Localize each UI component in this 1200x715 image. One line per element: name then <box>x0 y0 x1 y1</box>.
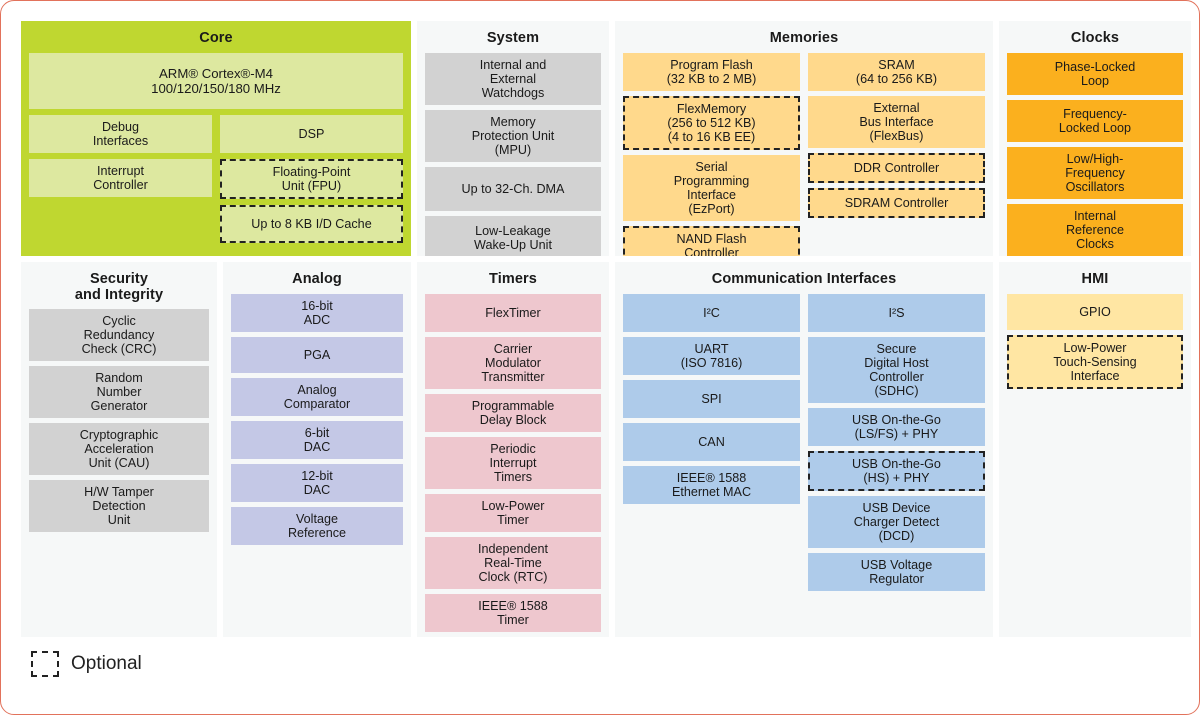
block-ddr-controller[interactable]: DDR Controller <box>808 153 985 183</box>
block-touch-sensing-interface[interactable]: Low-Power Touch-Sensing Interface <box>1007 335 1183 389</box>
panel-analog: Analog 16-bit ADC PGA Analog Comparator … <box>223 262 411 637</box>
block-ethernet-mac[interactable]: IEEE® 1588 Ethernet MAC <box>623 466 800 504</box>
timers-blocks: FlexTimer Carrier Modulator Transmitter … <box>425 294 601 632</box>
block-ieee-1588-timer[interactable]: IEEE® 1588 Timer <box>425 594 601 632</box>
block-sdram-controller[interactable]: SDRAM Controller <box>808 188 985 218</box>
block-can[interactable]: CAN <box>623 423 800 461</box>
communication-columns: I²C UART (ISO 7816) SPI CAN IEEE® 1588 E… <box>623 294 985 591</box>
core-left-column: Debug Interfaces Interrupt Controller <box>29 115 212 197</box>
block-flextimer[interactable]: FlexTimer <box>425 294 601 332</box>
block-random-number-generator[interactable]: Random Number Generator <box>29 366 209 418</box>
block-voltage-reference[interactable]: Voltage Reference <box>231 507 403 545</box>
panel-timers: Timers FlexTimer Carrier Modulator Trans… <box>417 262 609 637</box>
system-blocks: Internal and External Watchdogs Memory P… <box>425 53 601 256</box>
panel-title-clocks: Clocks <box>1070 30 1120 46</box>
block-external-bus-interface[interactable]: External Bus Interface (FlexBus) <box>808 96 985 148</box>
block-periodic-interrupt-timers[interactable]: Periodic Interrupt Timers <box>425 437 601 489</box>
panel-title-memories: Memories <box>769 30 839 46</box>
block-spi[interactable]: SPI <box>623 380 800 418</box>
core-right-column: DSP Floating-Point Unit (FPU) Up to 8 KB… <box>220 115 403 243</box>
panel-hmi: HMI GPIO Low-Power Touch-Sensing Interfa… <box>999 262 1191 637</box>
block-interrupt-controller[interactable]: Interrupt Controller <box>29 159 212 197</box>
block-crc[interactable]: Cyclic Redundancy Check (CRC) <box>29 309 209 361</box>
block-diagram-grid: Core ARM® Cortex®-M4 100/120/150/180 MHz… <box>21 21 1191 637</box>
panel-title-hmi: HMI <box>1081 271 1109 287</box>
panel-title-system: System <box>486 30 540 46</box>
block-flexmemory[interactable]: FlexMemory (256 to 512 KB) (4 to 16 KB E… <box>623 96 800 150</box>
block-hw-tamper-detection-unit[interactable]: H/W Tamper Detection Unit <box>29 480 209 532</box>
clocks-blocks: Phase-Locked Loop Frequency- Locked Loop… <box>1007 53 1183 256</box>
block-nand-flash-controller[interactable]: NAND Flash Controller <box>623 226 800 256</box>
block-pga[interactable]: PGA <box>231 337 403 373</box>
panel-title-security: Security and Integrity <box>74 271 164 303</box>
panel-title-analog: Analog <box>292 271 342 287</box>
block-analog-comparator[interactable]: Analog Comparator <box>231 378 403 416</box>
panel-title-core: Core <box>199 30 233 46</box>
block-cryptographic-acceleration-unit[interactable]: Cryptographic Acceleration Unit (CAU) <box>29 423 209 475</box>
block-dma[interactable]: Up to 32-Ch. DMA <box>425 167 601 211</box>
panel-clocks: Clocks Phase-Locked Loop Frequency- Lock… <box>999 21 1191 256</box>
core-sub-blocks: Debug Interfaces Interrupt Controller DS… <box>29 115 403 243</box>
panel-system: System Internal and External Watchdogs M… <box>417 21 609 256</box>
hmi-blocks: GPIO Low-Power Touch-Sensing Interface <box>1007 294 1183 389</box>
block-internal-reference-clocks[interactable]: Internal Reference Clocks <box>1007 204 1183 256</box>
block-oscillators[interactable]: Low/High- Frequency Oscillators <box>1007 147 1183 199</box>
memories-left-column: Program Flash (32 KB to 2 MB) FlexMemory… <box>623 53 800 256</box>
block-phase-locked-loop[interactable]: Phase-Locked Loop <box>1007 53 1183 95</box>
block-sram[interactable]: SRAM (64 to 256 KB) <box>808 53 985 91</box>
communication-right-column: I²S Secure Digital Host Controller (SDHC… <box>808 294 985 591</box>
block-watchdogs[interactable]: Internal and External Watchdogs <box>425 53 601 105</box>
block-floating-point-unit[interactable]: Floating-Point Unit (FPU) <box>220 159 403 199</box>
block-6bit-dac[interactable]: 6-bit DAC <box>231 421 403 459</box>
block-debug-interfaces[interactable]: Debug Interfaces <box>29 115 212 153</box>
panel-memories: Memories Program Flash (32 KB to 2 MB) F… <box>615 21 993 256</box>
block-gpio[interactable]: GPIO <box>1007 294 1183 330</box>
block-memory-protection-unit[interactable]: Memory Protection Unit (MPU) <box>425 110 601 162</box>
block-sdhc[interactable]: Secure Digital Host Controller (SDHC) <box>808 337 985 403</box>
block-real-time-clock[interactable]: Independent Real-Time Clock (RTC) <box>425 537 601 589</box>
block-carrier-modulator-transmitter[interactable]: Carrier Modulator Transmitter <box>425 337 601 389</box>
block-low-leakage-wakeup-unit[interactable]: Low-Leakage Wake-Up Unit <box>425 216 601 256</box>
block-frequency-locked-loop[interactable]: Frequency- Locked Loop <box>1007 100 1183 142</box>
legend-optional-swatch-icon <box>31 651 59 677</box>
panel-title-timers: Timers <box>489 271 537 287</box>
block-dsp[interactable]: DSP <box>220 115 403 153</box>
communication-left-column: I²C UART (ISO 7816) SPI CAN IEEE® 1588 E… <box>623 294 800 591</box>
block-16bit-adc[interactable]: 16-bit ADC <box>231 294 403 332</box>
block-uart[interactable]: UART (ISO 7816) <box>623 337 800 375</box>
block-programmable-delay-block[interactable]: Programmable Delay Block <box>425 394 601 432</box>
block-i2s[interactable]: I²S <box>808 294 985 332</box>
memories-columns: Program Flash (32 KB to 2 MB) FlexMemory… <box>623 53 985 256</box>
legend-optional-label: Optional <box>71 653 142 674</box>
block-usb-charger-detect[interactable]: USB Device Charger Detect (DCD) <box>808 496 985 548</box>
block-12bit-dac[interactable]: 12-bit DAC <box>231 464 403 502</box>
block-id-cache[interactable]: Up to 8 KB I/D Cache <box>220 205 403 243</box>
panel-communication-interfaces: Communication Interfaces I²C UART (ISO 7… <box>615 262 993 637</box>
block-usb-otg-hs[interactable]: USB On-the-Go (HS) + PHY <box>808 451 985 491</box>
analog-blocks: 16-bit ADC PGA Analog Comparator 6-bit D… <box>231 294 403 545</box>
legend: Optional <box>31 651 142 677</box>
memories-right-column: SRAM (64 to 256 KB) External Bus Interfa… <box>808 53 985 256</box>
security-blocks: Cyclic Redundancy Check (CRC) Random Num… <box>29 309 209 532</box>
panel-security-and-integrity: Security and Integrity Cyclic Redundancy… <box>21 262 217 637</box>
block-low-power-timer[interactable]: Low-Power Timer <box>425 494 601 532</box>
block-i2c[interactable]: I²C <box>623 294 800 332</box>
block-usb-voltage-regulator[interactable]: USB Voltage Regulator <box>808 553 985 591</box>
panel-title-communication: Communication Interfaces <box>711 271 897 287</box>
block-usb-otg-lsfs[interactable]: USB On-the-Go (LS/FS) + PHY <box>808 408 985 446</box>
block-program-flash[interactable]: Program Flash (32 KB to 2 MB) <box>623 53 800 91</box>
core-cpu-block: ARM® Cortex®-M4 100/120/150/180 MHz <box>29 53 403 109</box>
panel-core: Core ARM® Cortex®-M4 100/120/150/180 MHz… <box>21 21 411 256</box>
block-serial-programming-interface[interactable]: Serial Programming Interface (EzPort) <box>623 155 800 221</box>
